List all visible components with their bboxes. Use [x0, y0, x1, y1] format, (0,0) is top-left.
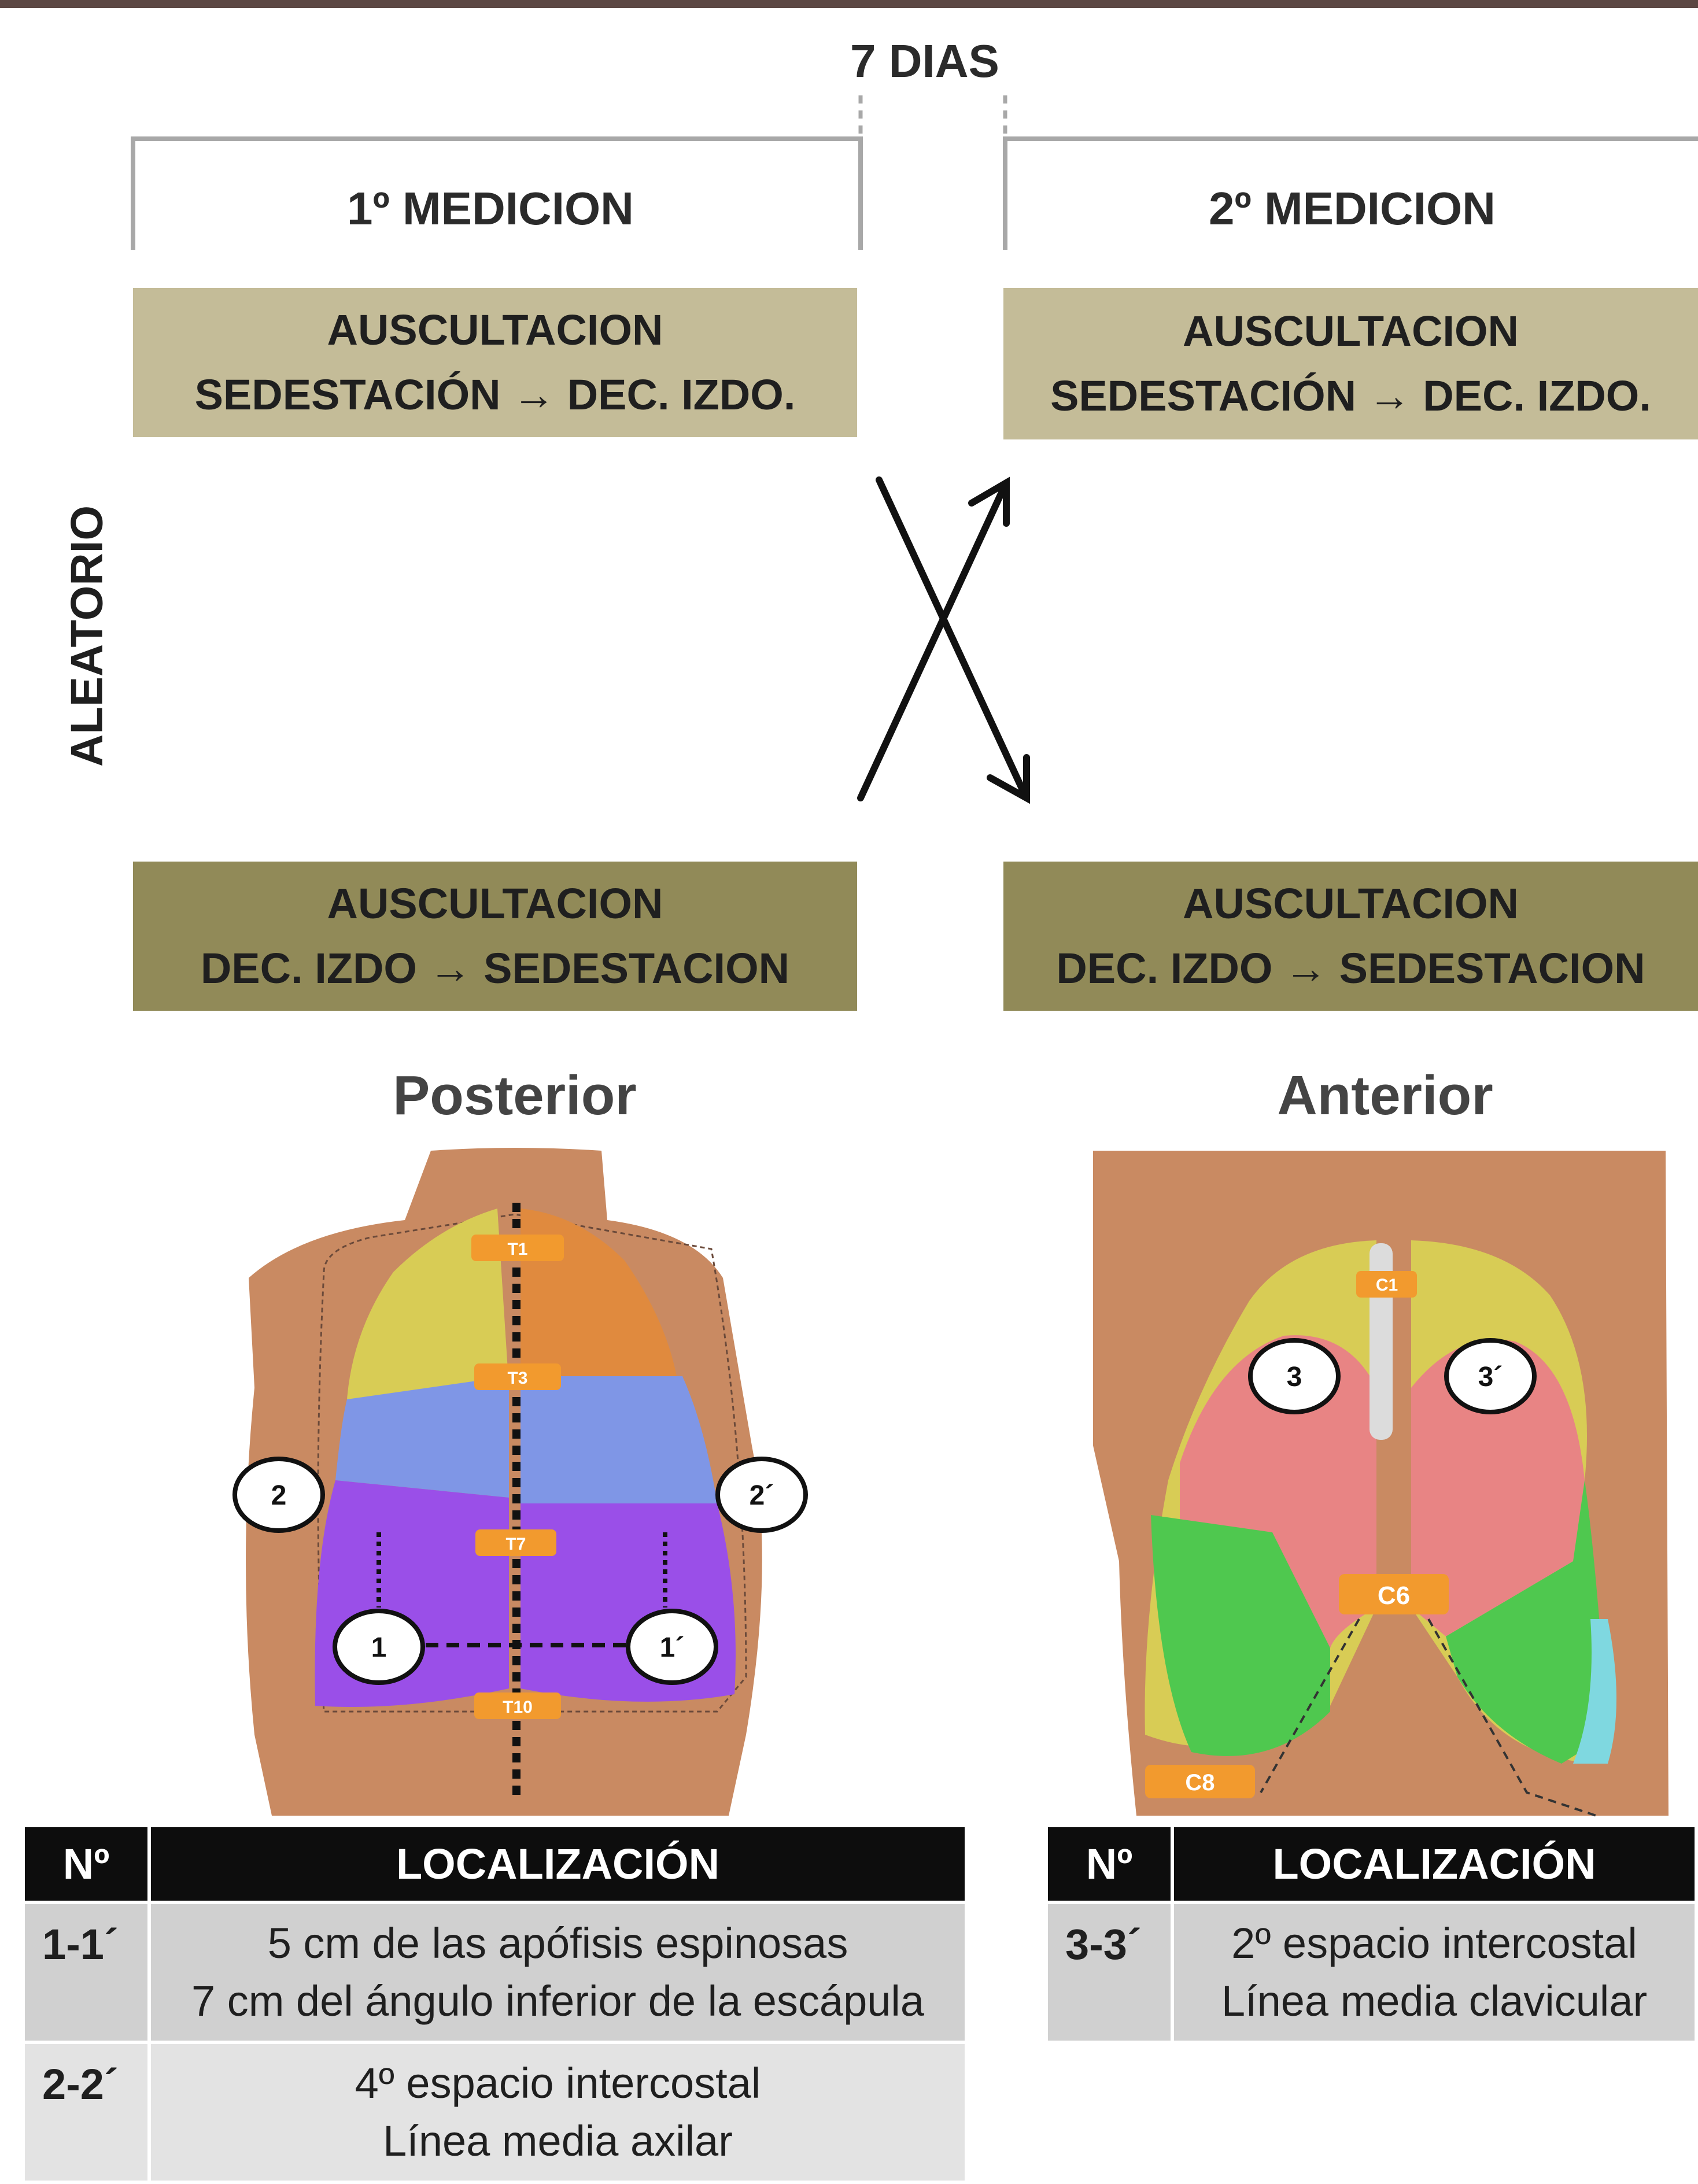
first-top-line1: AUSCULTACION — [327, 298, 663, 363]
point-1-marker — [335, 1611, 423, 1683]
second-top-line2: SEDESTACIÓN → DEC. IZDO. — [1050, 364, 1651, 428]
point-3-marker — [1250, 1340, 1338, 1412]
c6-label: C6 — [1378, 1581, 1410, 1610]
row-location-line1: 2º espacio intercostal — [1175, 1915, 1694, 1972]
row-location: 5 cm de las apófisis espinosas 7 cm del … — [149, 1902, 966, 2042]
row-number: 2-2´ — [23, 2042, 149, 2182]
row-number: 1-1´ — [23, 1902, 149, 2042]
vertebra-tag-t3 — [474, 1363, 561, 1390]
table-header-row: Nº LOCALIZACIÓN — [1046, 1825, 1696, 1902]
header-location: LOCALIZACIÓN — [149, 1825, 966, 1902]
header-location: LOCALIZACIÓN — [1172, 1825, 1696, 1902]
t1-label: T1 — [507, 1240, 527, 1259]
header-number: Nº — [23, 1825, 149, 1902]
posterior-location-table: Nº LOCALIZACIÓN 1-1´ 5 cm de las apófisi… — [21, 1824, 968, 2184]
row-location-line1: 4º espacio intercostal — [152, 2054, 964, 2112]
random-label: ALEATORIO — [40, 486, 133, 786]
point-3-label: 3 — [1287, 1362, 1302, 1392]
c8-label: C8 — [1185, 1770, 1215, 1795]
row-location: 4º espacio intercostal Línea media axila… — [149, 2042, 966, 2182]
point-2-label: 2 — [271, 1480, 287, 1511]
point-3p-label: 3´ — [1478, 1362, 1503, 1392]
t7-label: T7 — [505, 1535, 526, 1554]
first-bottom-line1: AUSCULTACION — [327, 871, 663, 936]
table-row: 2-2´ 4º espacio intercostal Línea media … — [23, 2042, 966, 2182]
second-bottom-line2: DEC. IZDO → SEDESTACION — [1056, 936, 1645, 1001]
table-row: 1-1´ 5 cm de las apófisis espinosas 7 cm… — [23, 1902, 966, 2042]
point-2-marker — [235, 1459, 323, 1531]
first-measurement-title: 1º MEDICION — [347, 182, 634, 235]
first-top-line2: SEDESTACIÓN → DEC. IZDO. — [195, 363, 796, 427]
row-location-line1: 5 cm de las apófisis espinosas — [152, 1915, 964, 1972]
top-border — [0, 0, 1698, 8]
header-number: Nº — [1046, 1825, 1172, 1902]
second-bottom-line1: AUSCULTACION — [1183, 871, 1519, 936]
row-location-line2: Línea media clavicular — [1175, 1972, 1694, 2030]
vertebra-tag-t7 — [475, 1529, 556, 1556]
interval-label: 7 DIAS — [850, 35, 999, 88]
point-1-label: 1 — [371, 1632, 387, 1663]
posterior-title: Posterior — [341, 1064, 688, 1128]
label-tag-c6 — [1339, 1574, 1449, 1614]
crossover-arrows — [861, 480, 1027, 798]
point-1p-marker — [628, 1611, 716, 1683]
second-measurement-title: 2º MEDICION — [1209, 182, 1496, 235]
t3-label: T3 — [507, 1369, 527, 1388]
table-row: 3-3´ 2º espacio intercostal Línea media … — [1046, 1902, 1696, 2042]
point-2p-label: 2´ — [750, 1480, 774, 1511]
point-2p-marker — [718, 1459, 806, 1531]
first-top-box: AUSCULTACION SEDESTACIÓN → DEC. IZDO. — [133, 288, 857, 437]
row-location-line2: Línea media axilar — [152, 2112, 964, 2170]
row-location: 2º espacio intercostal Línea media clavi… — [1172, 1902, 1696, 2042]
table-header-row: Nº LOCALIZACIÓN — [23, 1825, 966, 1902]
row-number: 3-3´ — [1046, 1902, 1172, 2042]
second-top-line1: AUSCULTACION — [1183, 299, 1519, 364]
first-bottom-line2: DEC. IZDO → SEDESTACION — [201, 936, 789, 1001]
second-bottom-box: AUSCULTACION DEC. IZDO → SEDESTACION — [1003, 862, 1698, 1011]
label-tag-c8 — [1145, 1765, 1255, 1798]
point-3p-marker — [1446, 1340, 1534, 1412]
random-label-text: ALEATORIO — [61, 505, 113, 767]
anterior-title: Anterior — [1212, 1064, 1559, 1128]
row-location-line2: 7 cm del ángulo inferior de la escápula — [152, 1972, 964, 2030]
t10-label: T10 — [503, 1698, 533, 1717]
vertebra-tag-t1 — [471, 1235, 564, 1261]
point-1p-label: 1´ — [660, 1632, 685, 1663]
c1-label: C1 — [1376, 1276, 1398, 1295]
second-top-box: AUSCULTACION SEDESTACIÓN → DEC. IZDO. — [1003, 288, 1698, 439]
anterior-location-table: Nº LOCALIZACIÓN 3-3´ 2º espacio intercos… — [1044, 1824, 1698, 2044]
vertebra-tag-t10 — [474, 1692, 561, 1719]
label-tag-c1 — [1356, 1271, 1417, 1298]
first-bottom-box: AUSCULTACION DEC. IZDO → SEDESTACION — [133, 862, 857, 1011]
